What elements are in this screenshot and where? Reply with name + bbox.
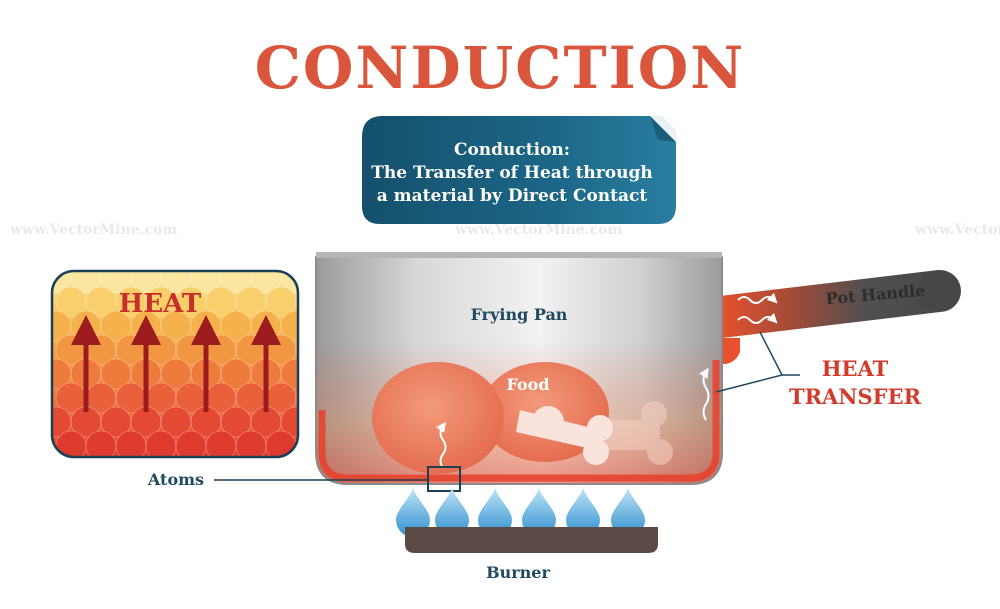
flame [396,488,430,537]
heat-transfer-callout: HEAT TRANSFER [715,331,922,409]
watermark-text: www.VectorMine.com [454,222,622,238]
pot-handle: Pot Handle [718,270,961,364]
flame [478,488,512,537]
frying-pan-label: Frying Pan [471,305,568,324]
watermarks: www.VectorMine.com www.VectorMine.com ww… [9,222,1000,238]
food-label: Food [506,375,549,394]
atom [280,310,298,342]
atom [280,358,298,390]
flame [566,488,600,537]
pan-wall-heat-wave [699,367,710,421]
flame [522,488,556,537]
heat-atoms-box: HEAT [50,269,300,459]
atom [280,406,298,438]
flame [611,488,645,537]
definition-line-3: a material by Direct Contact [377,186,648,206]
heat-transfer-label-line1: HEAT [822,356,889,381]
atom [295,382,298,414]
burner-flames [396,488,645,537]
heat-label: HEAT [119,289,202,319]
heat-arrows [71,315,281,412]
atom [295,334,298,366]
burner: Burner [405,527,658,582]
burner-label: Burner [486,563,550,582]
definition-line-1: Conduction: [454,140,570,160]
atoms-callout: Atoms [147,466,461,492]
page-title: CONDUCTION [255,34,746,102]
watermark-text: www.VectorMine.com [9,222,177,238]
heat-transfer-label-line2: TRANSFER [789,384,922,409]
food: Food [372,362,673,474]
definition-callout: Conduction: The Transfer of Heat through… [362,116,676,224]
atom [295,286,298,318]
definition-line-2: The Transfer of Heat through [371,163,652,183]
atoms-label: Atoms [147,470,204,489]
flame [435,488,469,537]
watermark-text: www.VectorMine.com [914,222,1000,238]
food-heat-wave [436,421,447,469]
handle-heat-waves [737,292,778,324]
